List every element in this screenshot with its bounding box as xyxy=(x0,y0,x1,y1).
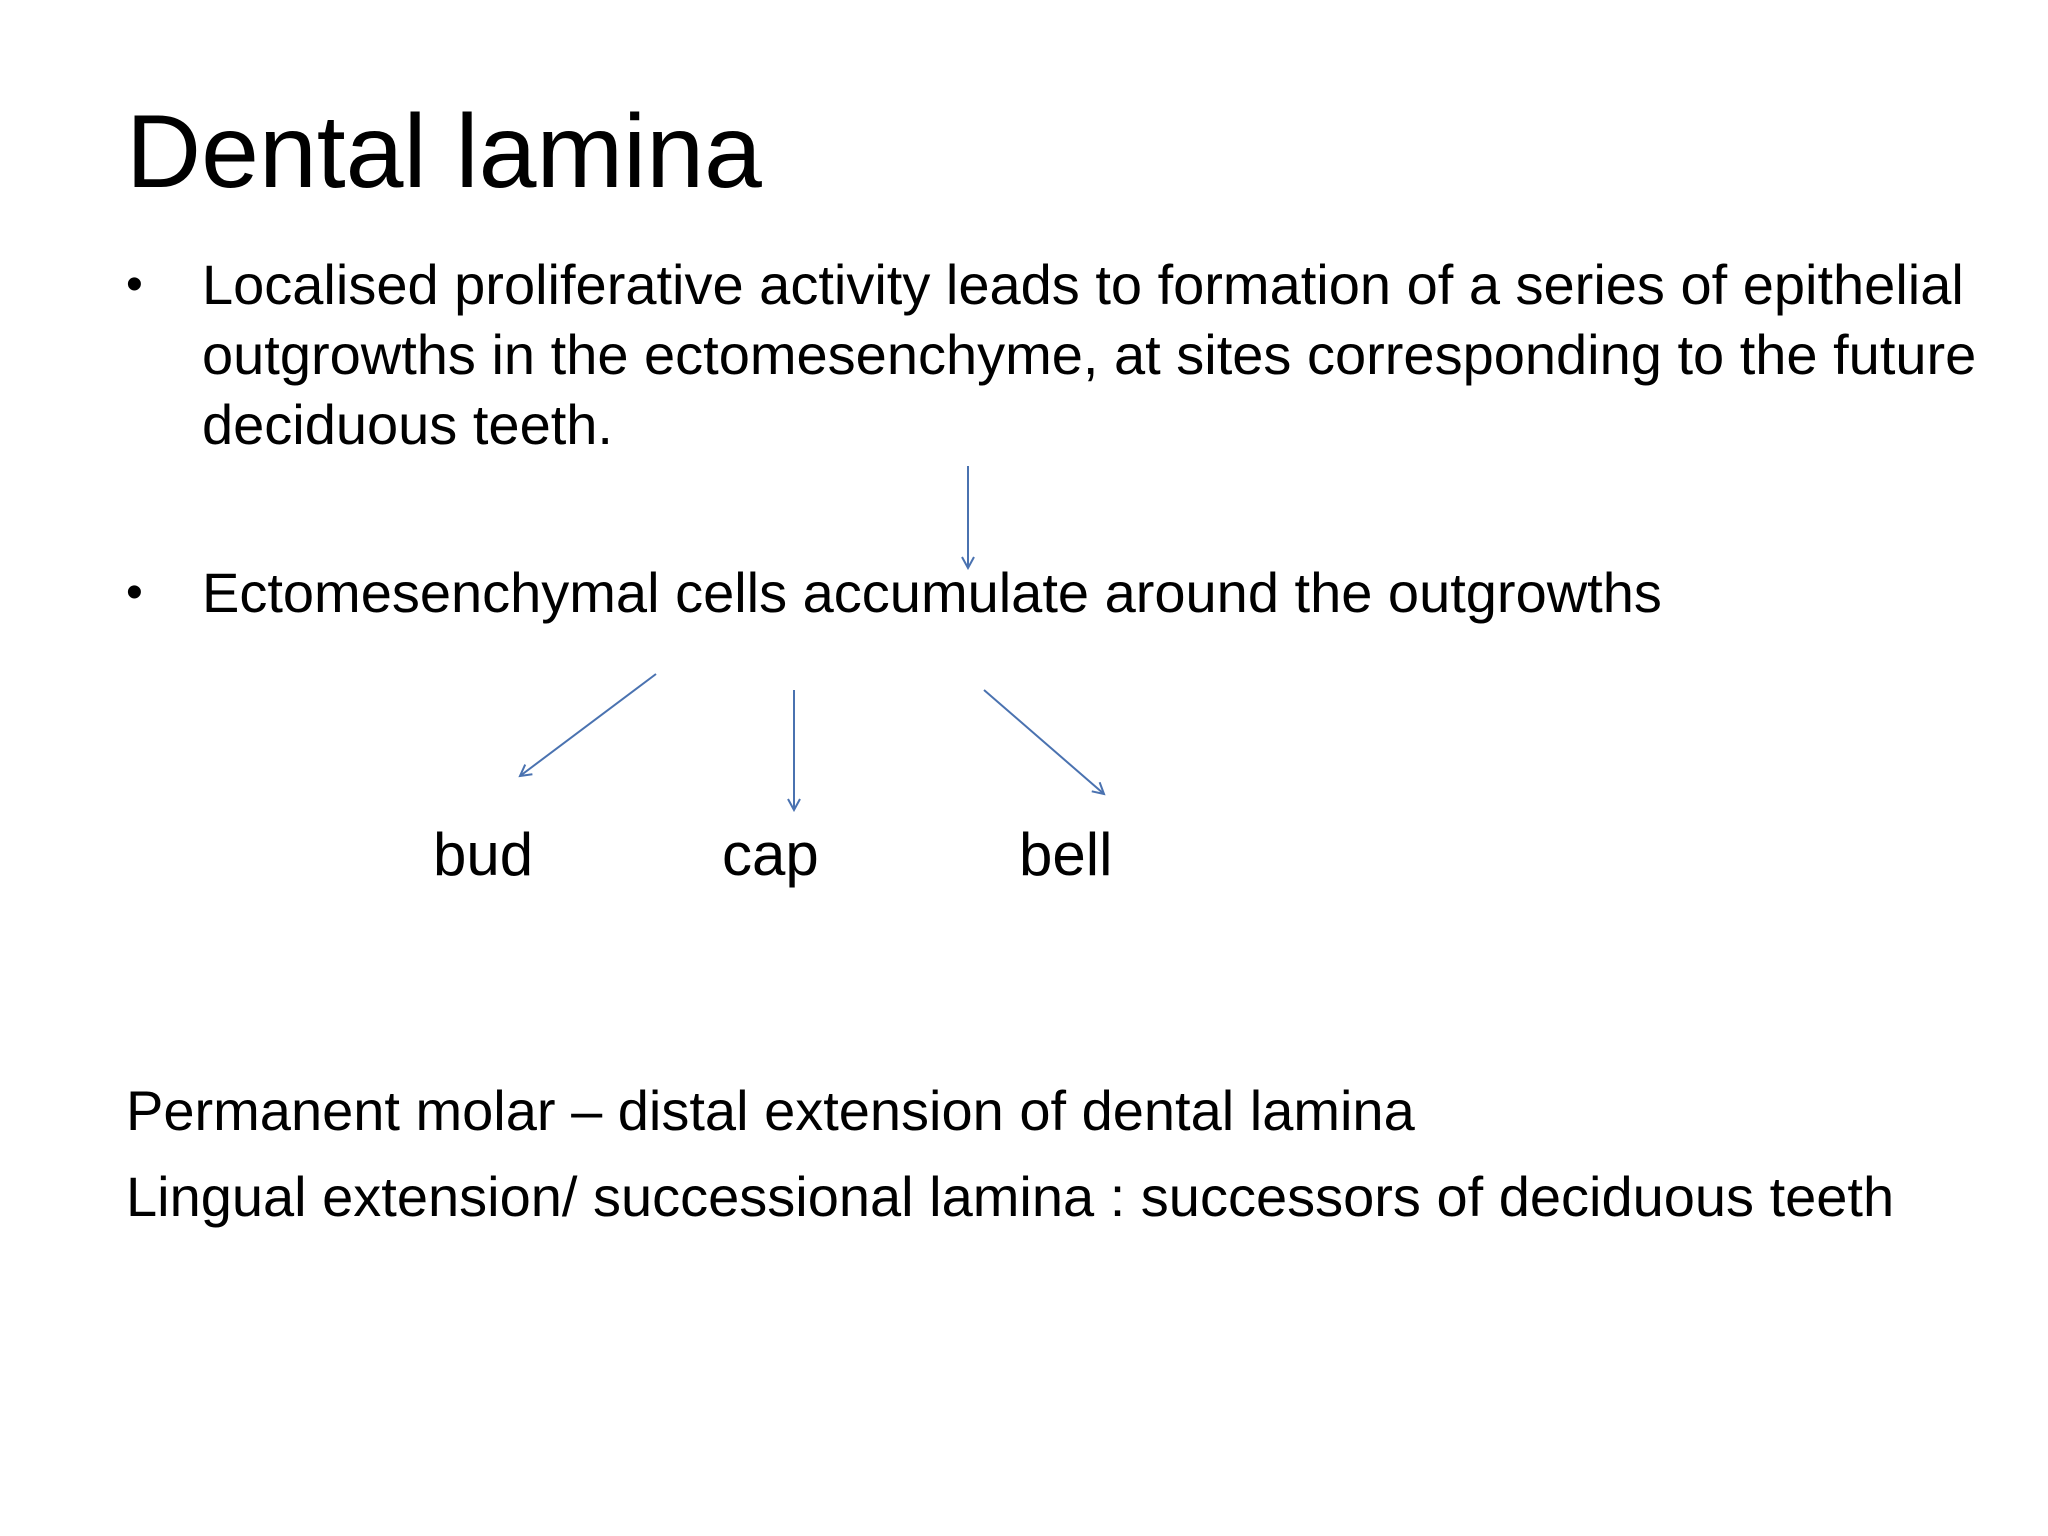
bullet-text: Localised proliferative activity leads t… xyxy=(202,253,1977,456)
slide-title: Dental lamina xyxy=(126,94,762,210)
arrow-to-bud xyxy=(520,673,657,776)
stage-label-bud: bud xyxy=(433,821,534,888)
bullet-marker: • xyxy=(126,566,143,619)
note-successional-lamina: Lingual extension/ successional lamina :… xyxy=(126,1165,1895,1228)
bullet-marker: • xyxy=(126,258,143,311)
stage-label-cap: cap xyxy=(722,821,819,888)
note-permanent-molar: Permanent molar – distal extension of de… xyxy=(126,1079,1415,1142)
stage-label-bell: bell xyxy=(1019,821,1113,888)
arrow-to-bell xyxy=(983,689,1104,794)
bullet-text: Ectomesenchymal cells accumulate around … xyxy=(202,561,1662,624)
